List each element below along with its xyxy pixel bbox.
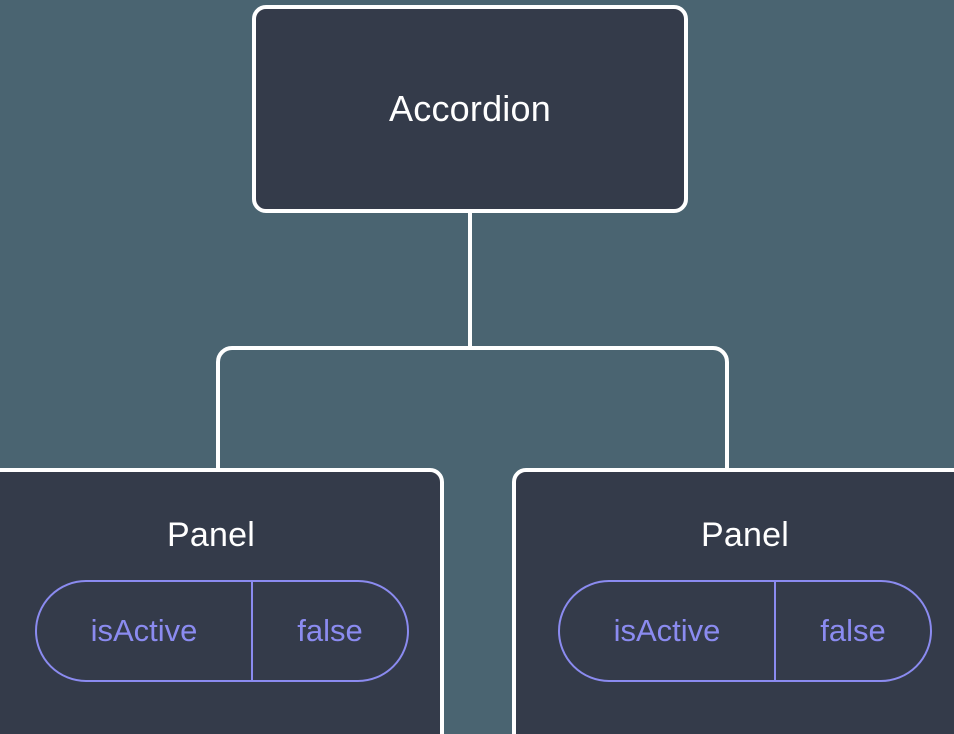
state-key-panel-0: isActive bbox=[90, 613, 198, 648]
node-accordion[interactable]: Accordion bbox=[252, 5, 688, 213]
edge-root-to-panel-1 bbox=[470, 346, 729, 470]
state-key-panel-1: isActive bbox=[613, 613, 721, 648]
state-value-panel-1: false bbox=[820, 613, 886, 648]
state-badge-panel-1[interactable]: isActive false bbox=[558, 580, 932, 682]
node-panel-0[interactable]: Panel isActive false bbox=[0, 468, 444, 734]
node-panel-1[interactable]: Panel isActive false bbox=[512, 468, 954, 734]
node-accordion-title: Accordion bbox=[389, 88, 551, 129]
state-divider-panel-1 bbox=[774, 582, 776, 680]
edge-root-to-panel-0 bbox=[216, 346, 470, 470]
state-badge-panel-0[interactable]: isActive false bbox=[35, 580, 409, 682]
node-panel-0-title: Panel bbox=[167, 516, 255, 554]
state-divider-panel-0 bbox=[251, 582, 253, 680]
node-panel-1-title: Panel bbox=[701, 516, 789, 554]
state-value-panel-0: false bbox=[297, 613, 363, 648]
